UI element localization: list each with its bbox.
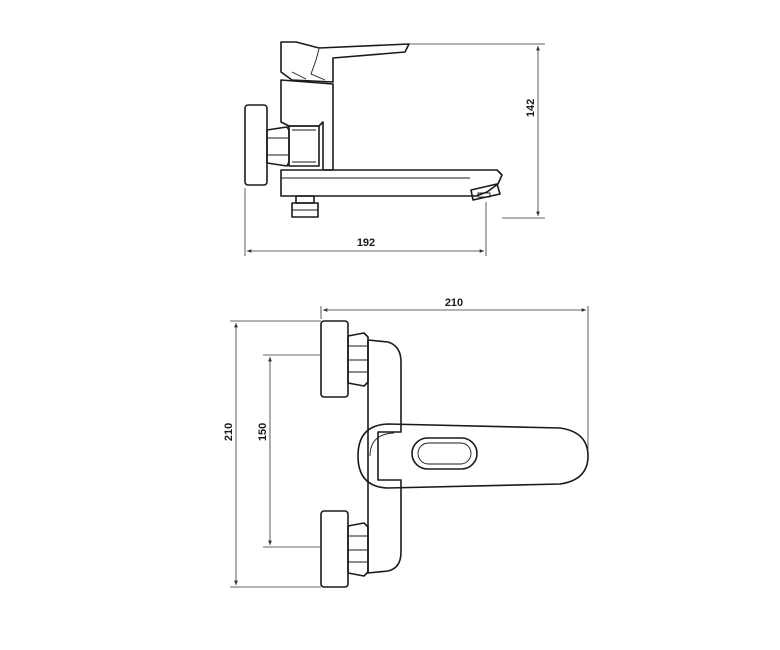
bottom-hex-nut: [347, 522, 369, 577]
top-handle: [357, 423, 589, 489]
mount-spacing-label: 150: [257, 423, 269, 441]
spout: [280, 169, 503, 197]
wall-flange: [244, 104, 268, 186]
top-width-label: 210: [445, 297, 463, 309]
top-wall-flange: [320, 320, 349, 398]
top-hex-nut: [347, 332, 369, 387]
diverter-top: [295, 195, 315, 204]
side-height-label: 142: [525, 99, 537, 117]
side-width-label: 192: [357, 237, 375, 249]
lever-handle: [280, 41, 410, 83]
hex-nut: [266, 126, 290, 167]
top-body: [367, 339, 402, 574]
top-view: 210 210 150: [223, 297, 589, 588]
side-view: 142 192: [244, 41, 545, 256]
bottom-wall-flange: [320, 510, 349, 588]
handle-window: [411, 437, 478, 470]
top-height-label: 210: [223, 423, 235, 441]
mixer-body: [280, 79, 334, 171]
aerator: [470, 183, 501, 201]
connector: [288, 125, 320, 167]
